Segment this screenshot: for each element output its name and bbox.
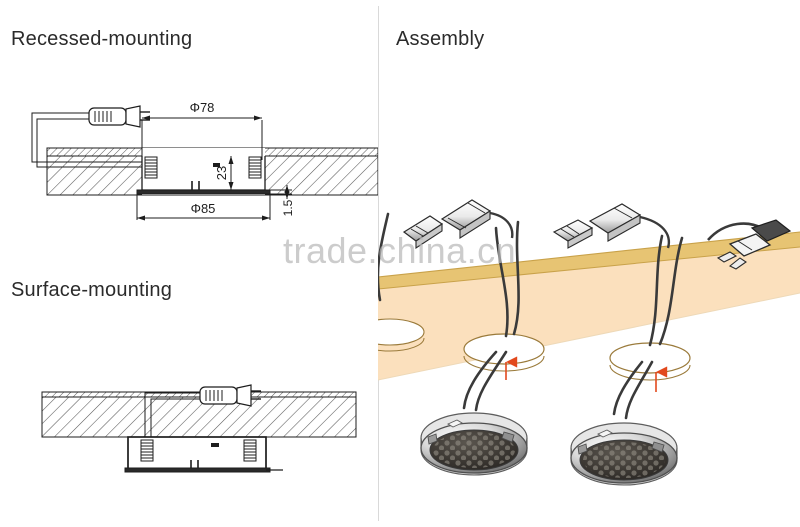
dimension-label-phi78: Φ78 [190,100,215,115]
ceiling-panel [378,231,800,381]
fixture-housing [136,156,271,195]
two-core-cable [144,392,200,440]
lamp-lead-cable [378,212,684,347]
led-downlight-lamp [570,422,678,486]
surface-mounting-drawing [41,384,357,473]
two-core-cable [31,112,142,168]
inline-connector-female [402,215,444,250]
lamp-lead-cable [489,211,514,239]
spring-clip-right [248,156,262,179]
male-pin-connector [88,105,150,128]
spring-clip-left [140,439,154,462]
housing-label-chip [211,443,219,447]
dimension-label-23: 23 [214,166,229,180]
ceiling-cut-out [378,318,425,352]
trim-ring [136,189,271,195]
spring-clip-left [144,156,158,179]
section-title-surface-mounting: Surface-mounting [11,279,173,301]
dimension-phi78 [141,115,263,160]
recessed-mounting-drawing: Φ78 Φ85 23 1.5 [31,100,378,221]
lamp-lead-cable [462,350,654,420]
ceiling-slab-hatched [41,391,357,438]
inline-connector-female [552,219,594,249]
lamp-lead-cable [639,215,671,249]
left-panel: Recessed-mounting Surface-mounting [0,0,378,527]
spring-clip-right [243,439,257,462]
mains-power-plug [716,219,792,270]
trim-ring [124,467,271,473]
ceiling-cut-out [609,342,691,381]
led-downlight-lamp [420,412,528,476]
dimension-label-phi85: Φ85 [191,201,216,216]
section-title-assembly: Assembly [396,28,485,50]
housing-label-chip [213,163,220,167]
male-pin-connector [199,384,261,407]
dimension-phi85 [136,192,271,221]
ceiling-cut-out [463,333,545,372]
inline-connector-male [588,203,642,242]
right-panel: Assembly [378,0,800,527]
dimension-label-1-5: 1.5 [281,199,295,216]
assembly-illustration [378,199,800,486]
dimension-1-5 [270,185,292,199]
inline-connector-male [440,199,492,239]
section-title-recessed-mounting: Recessed-mounting [11,28,193,50]
